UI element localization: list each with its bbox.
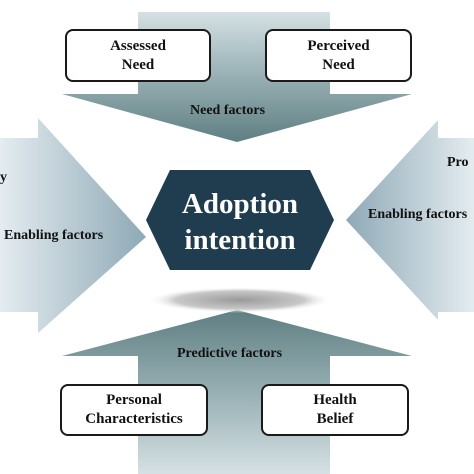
right-enabling-factors-label: Enabling factors	[368, 207, 468, 222]
health-belief-box: Health Belief	[261, 384, 409, 436]
center-line-1: Adoption	[181, 188, 299, 220]
need-factors-label: Need factors	[190, 103, 266, 118]
assessed-need-line-1: Assessed	[110, 37, 166, 54]
center-line-2: intention	[184, 224, 296, 256]
health-belief-line-2: Belief	[316, 411, 354, 427]
perceived-need-box: Perceived Need	[265, 29, 412, 82]
adoption-intention-label: Adoption intention	[150, 186, 330, 258]
personal-characteristics-line-1: Personal	[106, 392, 162, 408]
assessed-need-box: Assessed Need	[65, 29, 211, 82]
assessed-need-line-2: Need	[121, 56, 155, 73]
personal-characteristics-box: Personal Characteristics	[60, 384, 208, 436]
right-enabling-factors-arrow	[346, 120, 474, 320]
perceived-need-line-2: Need	[322, 56, 355, 73]
adoption-intention-shape	[146, 170, 334, 270]
health-belief-line-1: Health	[313, 392, 357, 408]
personal-characteristics-line-2: Characteristics	[85, 411, 183, 427]
left-enabling-factors-arrow	[0, 118, 146, 333]
left-enabling-factors-label: Enabling factors	[4, 228, 104, 243]
predictive-factors-label: Predictive factors	[177, 346, 283, 361]
right-clipped-text: Pro	[447, 155, 469, 170]
left-clipped-text: y	[0, 170, 7, 185]
perceived-need-line-1: Perceived	[307, 37, 370, 54]
center-shadow	[148, 287, 332, 313]
